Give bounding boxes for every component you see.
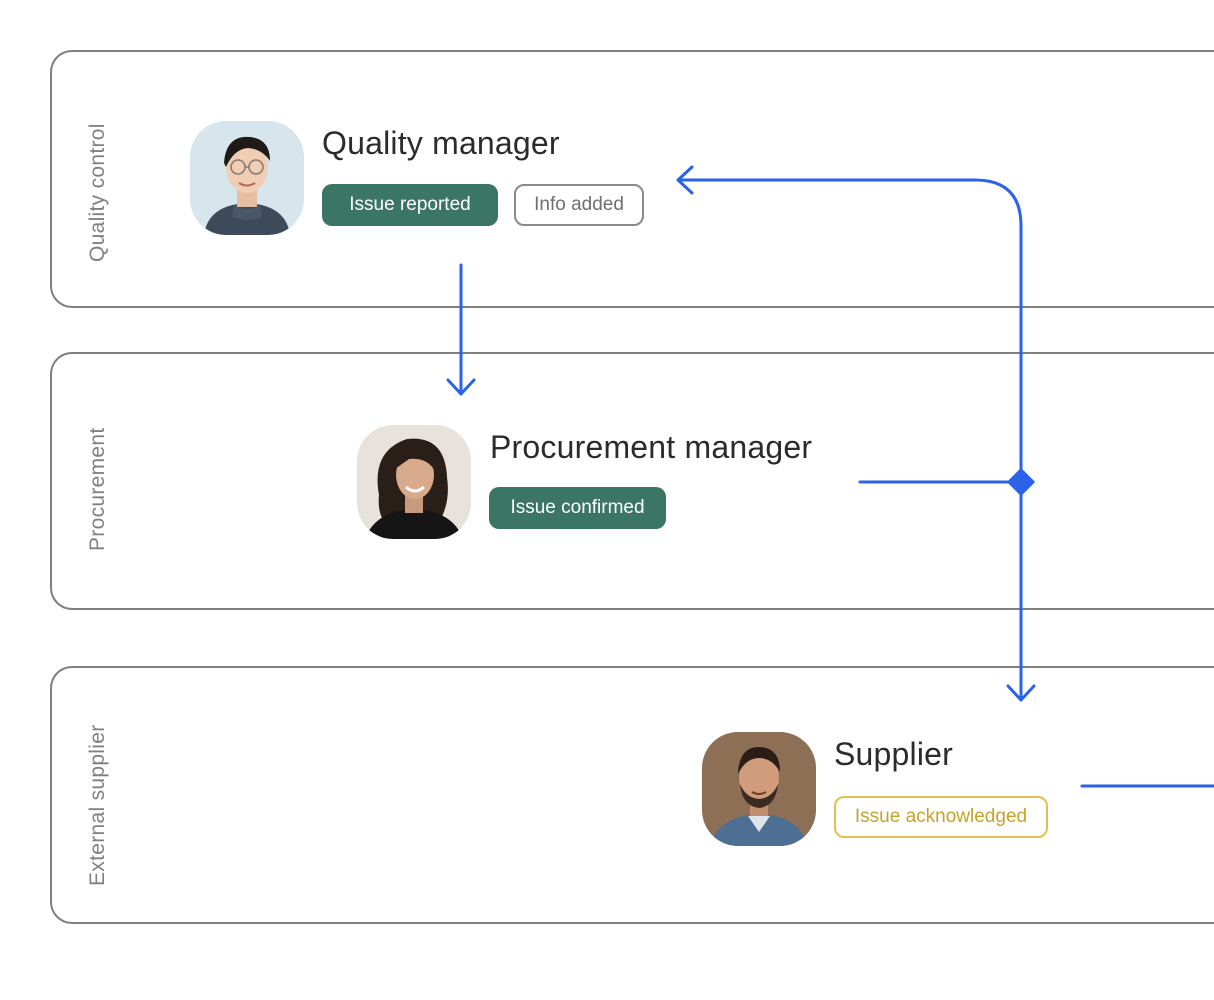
lane-procurement xyxy=(50,352,1214,610)
avatar-quality-manager xyxy=(190,121,304,235)
status-chip-issue-reported[interactable]: Issue reported xyxy=(322,184,498,226)
node-title-supplier: Supplier xyxy=(834,736,954,772)
status-chip-issue-confirmed[interactable]: Issue confirmed xyxy=(489,487,666,529)
arrowhead-down-procurement xyxy=(446,378,476,396)
node-title-procurement-manager: Procurement manager xyxy=(490,429,813,465)
lane-quality-control xyxy=(50,50,1214,308)
avatar-supplier xyxy=(702,732,816,846)
arrowhead-down-supplier xyxy=(1006,684,1036,702)
status-chip-issue-acknowledged[interactable]: Issue acknowledged xyxy=(834,796,1048,838)
lane-external-supplier xyxy=(50,666,1214,924)
avatar-procurement-manager xyxy=(357,425,471,539)
arrowhead-left-quality xyxy=(676,165,694,195)
connector-decision-to-quality xyxy=(678,178,1023,484)
decision-diamond xyxy=(1006,467,1036,497)
node-title-quality-manager: Quality manager xyxy=(322,125,560,161)
status-chip-info-added[interactable]: Info added xyxy=(514,184,644,226)
